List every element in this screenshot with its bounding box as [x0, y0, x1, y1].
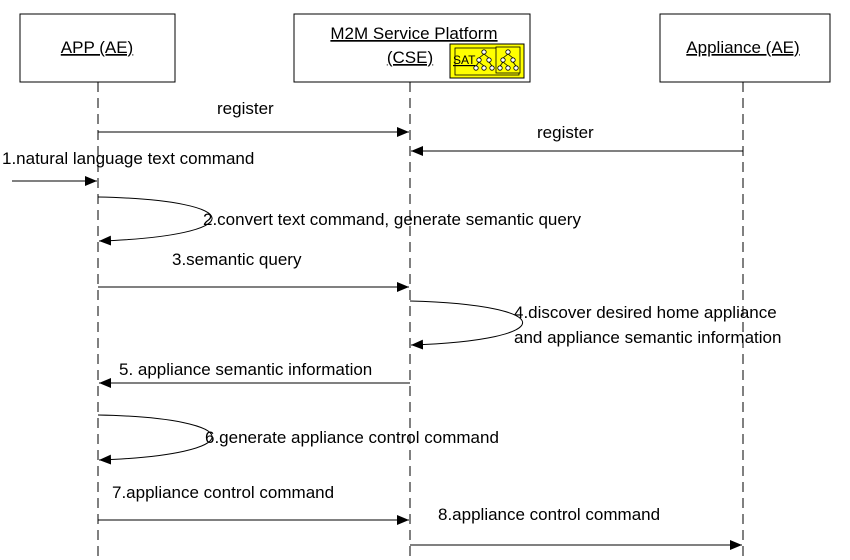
- message-4-self-arrow: [409, 300, 523, 350]
- participant-appliance-box: [659, 13, 831, 83]
- message-6-label: 6.generate appliance control command: [205, 428, 499, 447]
- message-8-label: 8.appliance control command: [438, 505, 660, 524]
- tree-icon: [473, 49, 495, 71]
- participant-cse-label-line1: M2M Service Platform: [330, 24, 497, 43]
- participant-app-box: [19, 13, 176, 83]
- message-4-label-line1: 4.discover desired home appliance: [514, 303, 777, 322]
- message-3-label: 3.semantic query: [172, 250, 302, 269]
- sat-badge-label: SAT: [453, 53, 476, 67]
- message-register-app-label: register: [217, 99, 274, 118]
- sat-badge-icon: SAT: [449, 43, 525, 79]
- message-4-label-line2: and appliance semantic information: [514, 328, 781, 347]
- message-2-label: 2.convert text command, generate semanti…: [203, 210, 581, 229]
- message-2-self-arrow: [97, 196, 213, 246]
- participant-appliance-label: Appliance (AE): [686, 38, 799, 57]
- participant-app-label: APP (AE): [61, 38, 133, 57]
- message-register-appliance-label: register: [537, 123, 594, 142]
- tree-icon: [495, 46, 521, 74]
- participant-cse-label-line2: (CSE): [387, 48, 433, 67]
- message-5-label: 5. appliance semantic information: [119, 360, 372, 379]
- message-1-label: 1.natural language text command: [2, 149, 254, 168]
- message-6-self-arrow: [97, 414, 213, 465]
- message-7-label: 7.appliance control command: [112, 483, 334, 502]
